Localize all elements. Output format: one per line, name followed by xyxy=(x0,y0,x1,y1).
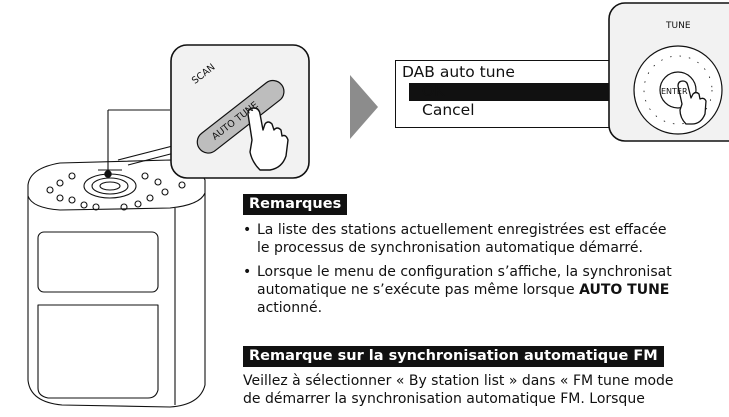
tune-callout-art xyxy=(608,2,729,142)
bullet2-line2: automatique ne s’exécute pas même lorsqu… xyxy=(257,282,669,300)
option-ok: OK xyxy=(422,82,445,100)
remarque-fm-line1: Veillez à sélectionner « By station list… xyxy=(243,373,674,389)
display-title: DAB auto tune xyxy=(402,63,515,81)
tune-label: TUNE xyxy=(666,21,691,31)
bullet2-line1: Lorsque le menu de configuration s’affic… xyxy=(257,264,672,280)
bullet-symbol: • xyxy=(243,264,252,280)
tune-callout: TUNE ENTER xyxy=(608,2,729,142)
remarque-fm-line2: de démarrer la synchronisation automatiq… xyxy=(243,391,645,407)
auto-tune-callout-art xyxy=(170,44,310,179)
arrow-right-icon xyxy=(350,75,378,139)
auto-tune-emphasis: AUTO TUNE xyxy=(579,282,670,298)
bullet2-line3: actionné. xyxy=(257,300,323,316)
lcd-display: DAB auto tune OK Cancel xyxy=(395,60,620,128)
remarques-bullet-2: • Lorsque le menu de configuration s’aff… xyxy=(243,264,729,320)
selection-highlight xyxy=(409,83,609,101)
bullet1-line1: La liste des stations actuellement enreg… xyxy=(257,222,667,238)
remarques-bullet-1: • La liste des stations actuellement enr… xyxy=(243,222,729,258)
bullet-symbol: • xyxy=(243,222,252,238)
remarques-heading: Remarques xyxy=(243,194,348,215)
remarque-fm-heading: Remarque sur la synchronisation automati… xyxy=(243,346,664,367)
bullet1-line2: le processus de synchronisation automati… xyxy=(257,240,643,256)
option-cancel: Cancel xyxy=(422,101,475,119)
auto-tune-callout: SCAN AUTO TUNE xyxy=(170,44,310,179)
enter-label: ENTER xyxy=(661,87,688,96)
bullet2-line2-text: automatique ne s’exécute pas même lorsqu… xyxy=(257,282,580,298)
